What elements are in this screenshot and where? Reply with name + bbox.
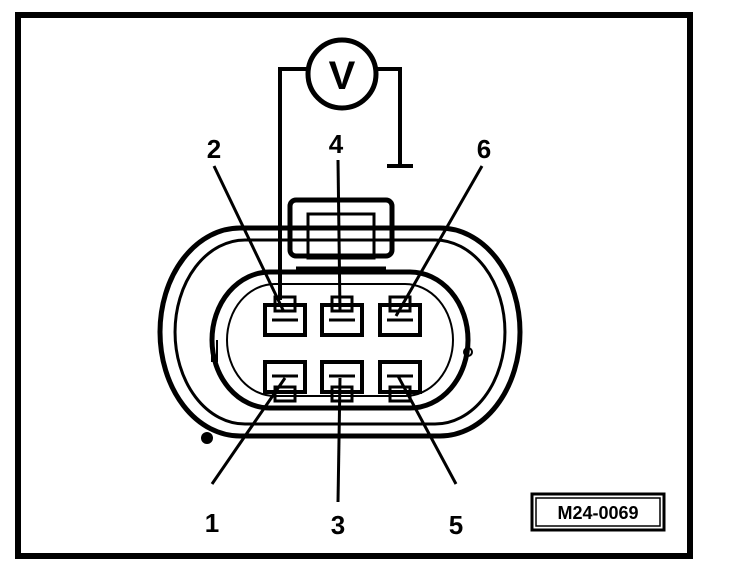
figure-frame	[15, 12, 693, 559]
voltmeter: V	[305, 37, 379, 111]
measuring-leads	[278, 67, 413, 300]
lead-to-pin-2	[278, 67, 308, 300]
pin-label-1: 1	[205, 508, 219, 538]
leader-pin-5	[396, 375, 458, 485]
pin-5-terminal	[378, 360, 422, 403]
leader-pin-2	[212, 165, 286, 313]
leader-pin-3	[336, 377, 342, 503]
leader-lines	[210, 159, 484, 503]
pin-label-2: 2	[207, 134, 221, 164]
voltmeter-circle	[305, 37, 379, 111]
figure-code-badge: M24-0069	[530, 492, 666, 532]
pin-label-6: 6	[477, 134, 491, 164]
connector-housing	[157, 197, 523, 444]
housing-mark-circle	[201, 432, 213, 444]
pin-label-4: 4	[329, 129, 344, 159]
locking-tab-inner	[306, 212, 376, 260]
pin-2-terminal	[263, 295, 307, 337]
leader-pin-4	[336, 159, 342, 313]
leader-pin-6	[394, 165, 484, 317]
pin-label-5: 5	[449, 510, 463, 540]
housing-inner	[173, 238, 507, 426]
figure-code: M24-0069	[557, 503, 638, 523]
housing-outer	[157, 225, 523, 439]
pin-6-terminal	[378, 295, 422, 337]
pin-3-terminal	[320, 360, 364, 403]
pin-label-3: 3	[331, 510, 345, 540]
leader-pin-1	[210, 377, 287, 485]
pin-cavity-inner	[226, 283, 454, 397]
pin-cavity	[209, 269, 471, 411]
pin-4-terminal	[320, 295, 364, 337]
housing-mark-right	[463, 347, 473, 357]
voltmeter-symbol: V	[329, 54, 356, 98]
lead-to-ground	[376, 67, 402, 166]
locking-tab	[287, 197, 395, 259]
